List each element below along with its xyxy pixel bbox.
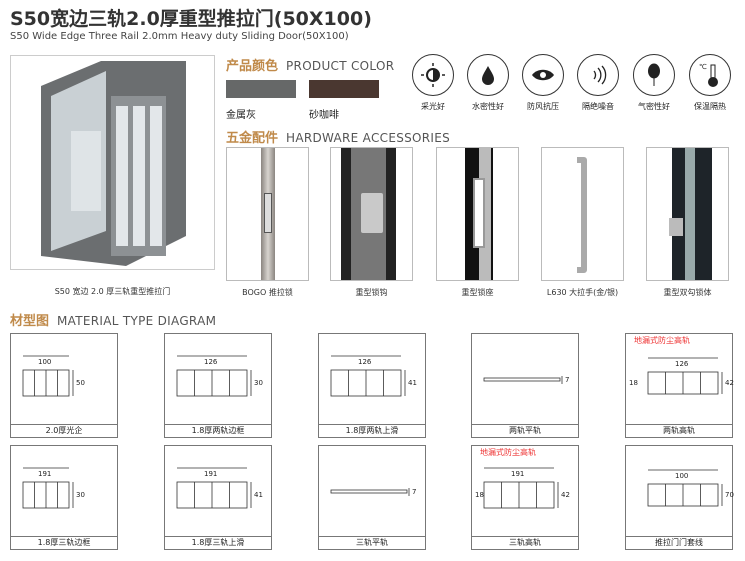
- svg-text:℃: ℃: [699, 63, 707, 71]
- profile-drawing: [647, 469, 723, 507]
- dimension-label: 7: [412, 488, 417, 496]
- feature-label: 气密性好: [638, 102, 670, 111]
- profile-drawing: [330, 355, 406, 397]
- wind-icon: [522, 54, 564, 96]
- swatch-metal-gray: [226, 80, 296, 98]
- dimension-label: 191: [38, 470, 52, 478]
- material-profile-card: 100 70 推拉门门套线: [625, 445, 734, 550]
- material-profile-card: 地漏式防尘高轨 191 42 18 三轨高轨: [471, 445, 579, 550]
- dimension-label: 30: [76, 491, 85, 499]
- hardware-image-double-hook-lock: [646, 147, 729, 281]
- hardware-heading: 五金配件 HARDWARE ACCESSORIES: [226, 127, 450, 146]
- dimension-label: 191: [204, 470, 218, 478]
- feature-label: 防风抗压: [527, 102, 559, 111]
- profile-drawing: [330, 488, 410, 496]
- product-image: [10, 55, 215, 270]
- dimension-label: 41: [254, 491, 263, 499]
- heading-cn: 产品颜色: [226, 59, 279, 74]
- hardware-caption: 重型锁钩: [355, 288, 388, 297]
- hardware-image-hook: [330, 147, 413, 281]
- profile-label: 三轨高轨: [472, 536, 578, 549]
- page-subtitle: S50 Wide Edge Three Rail 2.0mm Heavy dut…: [10, 31, 349, 42]
- profile-drawing: [176, 467, 252, 509]
- dimension-label: 50: [76, 379, 85, 387]
- dimension-label: 41: [408, 379, 417, 387]
- balloon-icon: [633, 54, 675, 96]
- profile-drawing: [647, 357, 723, 395]
- dimension-label: 191: [511, 470, 525, 478]
- dimension-label: 42: [725, 379, 734, 387]
- dimension-label: 126: [675, 360, 689, 368]
- material-profile-card: 地漏式防尘高轨 126 42 18 两轨高轨: [625, 333, 734, 438]
- dimension-label: 42: [561, 491, 570, 499]
- heading-cn: 五金配件: [226, 131, 279, 146]
- product-color-heading: 产品颜色 PRODUCT COLOR: [226, 55, 394, 74]
- feature-label: 隔绝噪音: [582, 102, 614, 111]
- hardware-caption: 重型锁座: [461, 288, 494, 297]
- profile-drawing: [483, 376, 563, 384]
- product-caption: S50 宽边 2.0 厚三轨重型推拉门: [54, 287, 171, 296]
- dimension-label: 18: [629, 379, 638, 387]
- material-profile-card: 191 30 1.8厚三轨边框: [10, 445, 118, 550]
- dimension-label: 100: [38, 358, 52, 366]
- profile-label: 1.8厚三轨上滑: [165, 536, 271, 549]
- heading-en: MATERIAL TYPE DIAGRAM: [57, 314, 217, 328]
- profile-drawing: [176, 355, 252, 397]
- hardware-caption: 重型双勾锁体: [663, 288, 712, 297]
- heading-en: HARDWARE ACCESSORIES: [286, 131, 451, 145]
- profile-label: 2.0厚光企: [11, 424, 117, 437]
- material-profile-card: 100 50 2.0厚光企: [10, 333, 118, 438]
- profile-label: 1.8厚三轨边框: [11, 536, 117, 549]
- swatch-sand-coffee: [309, 80, 379, 98]
- dimension-label: 18: [475, 491, 484, 499]
- profile-label: 推拉门门套线: [626, 536, 732, 549]
- material-profile-card: 191 41 1.8厚三轨上滑: [164, 445, 272, 550]
- profile-drawing: [22, 467, 74, 509]
- profile-drawing: [22, 355, 74, 397]
- page-title: S50宽边三轨2.0厚重型推拉门(50X100): [10, 8, 372, 30]
- sound-icon: [577, 54, 619, 96]
- material-heading: 材型图 MATERIAL TYPE DIAGRAM: [10, 310, 216, 329]
- profile-note: 地漏式防尘高轨: [634, 336, 690, 345]
- profile-drawing: [483, 467, 559, 509]
- dimension-label: 7: [565, 376, 570, 384]
- feature-label: 采光好: [421, 102, 445, 111]
- dimension-label: 126: [358, 358, 372, 366]
- color-name: 金属灰: [226, 110, 256, 121]
- hardware-caption: L630 大拉手(金/银): [546, 288, 619, 297]
- dimension-label: 100: [675, 472, 689, 480]
- hardware-caption: BOGO 推拉锁: [242, 288, 293, 297]
- feature-label: 保温隔热: [694, 102, 726, 111]
- material-profile-card: 7 三轨平轨: [318, 445, 426, 550]
- profile-label: 1.8厚两轨上滑: [319, 424, 425, 437]
- material-profile-card: 126 41 1.8厚两轨上滑: [318, 333, 426, 438]
- material-profile-card: 7 两轨平轨: [471, 333, 579, 438]
- dimension-label: 126: [204, 358, 218, 366]
- feature-label: 水密性好: [472, 102, 504, 111]
- dimension-label: 70: [725, 491, 734, 499]
- dimension-label: 30: [254, 379, 263, 387]
- profile-note: 地漏式防尘高轨: [480, 448, 536, 457]
- sun-icon: [412, 54, 454, 96]
- hardware-image-keeper: [436, 147, 519, 281]
- heading-cn: 材型图: [10, 314, 50, 329]
- heading-en: PRODUCT COLOR: [286, 59, 395, 73]
- hardware-image-lock: [226, 147, 309, 281]
- profile-label: 1.8厚两轨边框: [165, 424, 271, 437]
- color-name: 砂咖啡: [309, 110, 339, 121]
- hardware-image-handle: [541, 147, 624, 281]
- door-profile-illustration: [41, 61, 186, 266]
- profile-label: 两轨平轨: [472, 424, 578, 437]
- material-profile-card: 126 30 1.8厚两轨边框: [164, 333, 272, 438]
- profile-label: 两轨高轨: [626, 424, 732, 437]
- profile-label: 三轨平轨: [319, 536, 425, 549]
- water-drop-icon: [467, 54, 509, 96]
- thermometer-icon: ℃: [689, 54, 731, 96]
